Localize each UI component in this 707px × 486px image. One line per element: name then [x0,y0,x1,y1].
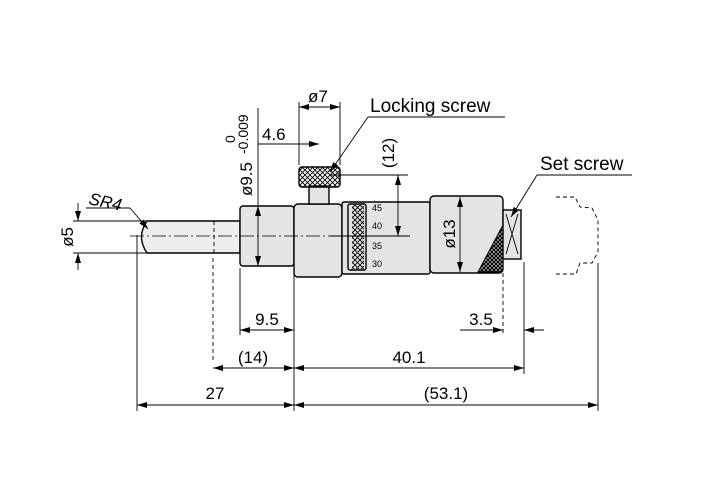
dim-3-5: 3.5 [469,310,493,329]
dim-diameter-9-5-tol-lower: -0.009 [235,114,251,154]
scale-40: 40 [372,221,382,231]
dim-diameter-9-5-tol-upper: 0 [222,135,238,143]
phantom-ratchet [556,196,599,275]
dim-12: (12) [379,138,398,168]
locking-screw-stem [308,185,330,205]
dim-14: (14) [238,348,268,367]
dimension-lines [75,104,598,408]
locking-screw [298,166,341,205]
scale-35: 35 [372,241,382,251]
dim-diameter-13: ø13 [440,219,459,248]
dim-diameter-9-5-main: ø9.5 [237,162,256,196]
set-screw-label: Set screw [540,154,624,175]
dim-27: 27 [206,384,225,403]
locking-screw-label: Locking screw [370,96,491,117]
dim-40-1: 40.1 [392,348,425,367]
dim-diameter-9-5: ø9.5 0 -0.009 [222,114,256,196]
locking-screw-knob [298,166,341,188]
callout-leaders [329,116,632,218]
dim-diameter-5: ø5 [58,227,77,247]
scale-30: 30 [372,259,382,269]
frame-block [293,203,343,278]
spindle [140,220,241,254]
dim-4-6: 4.6 [262,125,286,144]
dim-53-1: (53.1) [424,384,468,403]
dim-sr4: SR4 [87,189,123,214]
scale-45: 45 [372,203,382,213]
dim-diameter-7: ø7 [308,87,328,106]
dim-9-5: 9.5 [255,310,279,329]
micrometer-body [140,166,522,278]
